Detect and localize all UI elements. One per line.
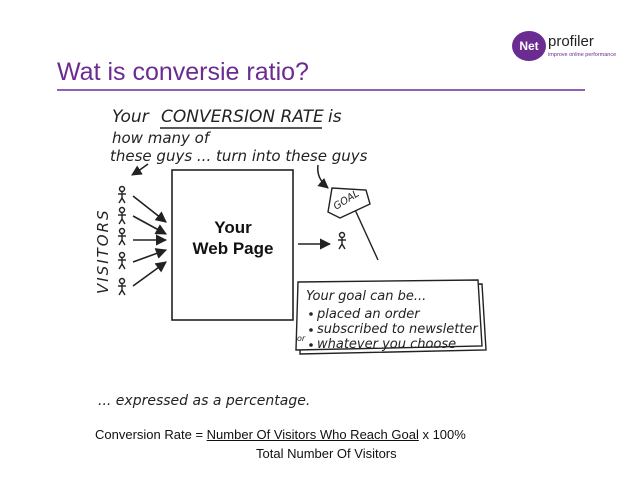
goal-box <box>295 279 483 351</box>
web-page-box <box>171 169 294 321</box>
goal-item-2: subscribed to newsletter <box>317 322 479 337</box>
netprofiler-logo: Net profiler improve online performance <box>512 31 624 65</box>
intro-line-1b: is <box>328 107 342 127</box>
logo-circle: Net <box>512 31 546 61</box>
visitor-arrows <box>132 195 168 287</box>
goal-or-label: or <box>297 334 306 343</box>
web-page-line-1: Your <box>214 218 252 237</box>
formula-multiplier: x 100% <box>422 427 466 442</box>
logo-name: profiler <box>548 33 594 50</box>
visitor-figure <box>118 251 126 270</box>
converted-visitor <box>338 231 346 250</box>
title-divider <box>57 89 585 91</box>
visitor-figure <box>118 185 126 204</box>
arrow-to-goal <box>316 164 329 189</box>
formula-denominator: Total Number Of Visitors <box>256 446 397 461</box>
intro-line-3: these guys ... turn into these guys <box>110 147 368 165</box>
visitors-label: VISITORS <box>94 208 112 294</box>
intro-line-1a: Your <box>112 107 150 127</box>
intro-line-2: how many of <box>112 129 212 147</box>
goal-flag: GOAL <box>327 187 379 261</box>
goal-item-3: whatever you choose <box>317 337 456 352</box>
visitor-figures <box>118 185 126 296</box>
visitor-figure <box>118 227 126 246</box>
slide-title: Wat is conversie ratio? <box>57 58 309 86</box>
formula-numerator: Number Of Visitors Who Reach Goal <box>206 427 419 442</box>
goal-box-title: Your goal can be... <box>306 289 426 304</box>
arrow-to-visitors <box>131 163 149 176</box>
formula-line: Conversion Rate = Number Of Visitors Who… <box>95 427 466 442</box>
logo-tagline: improve online performance <box>548 52 617 58</box>
percentage-note: ... expressed as a percentage. <box>98 393 310 409</box>
intro-highlight: CONVERSION RATE <box>161 107 324 127</box>
visitor-figure <box>118 277 126 296</box>
visitor-figure <box>118 206 126 225</box>
formula-lhs: Conversion Rate = <box>95 427 204 442</box>
web-page-line-2: Web Page <box>193 239 274 258</box>
goal-item-1: placed an order <box>316 307 421 322</box>
